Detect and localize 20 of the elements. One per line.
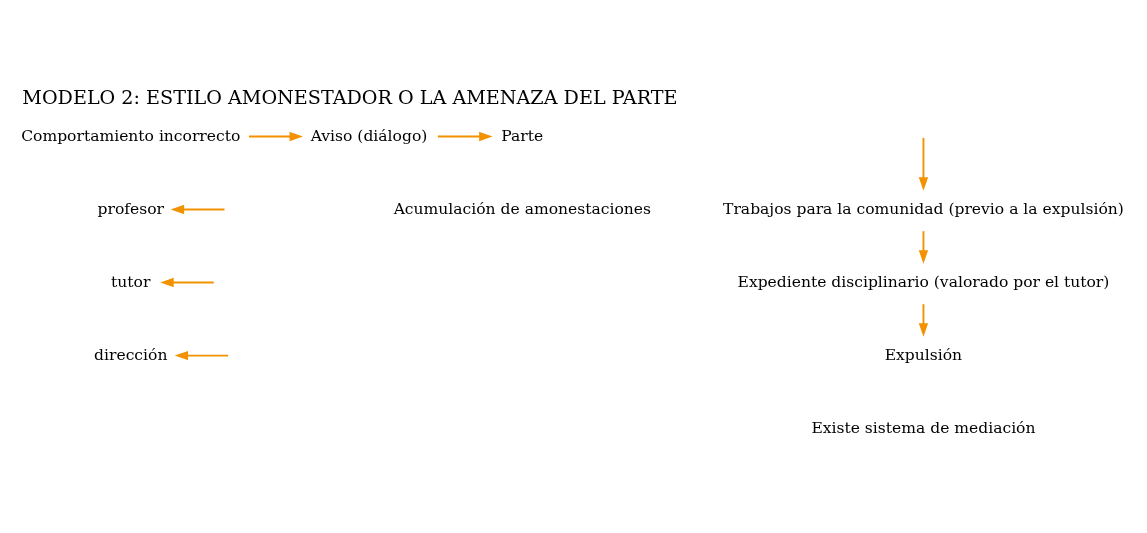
diagram-title: MODELO 2: ESTILO AMONESTADOR O LA AMENAZA DEL PARTE (22, 85, 678, 109)
arrow (160, 277, 215, 287)
arrow (918, 302, 929, 337)
arrow (918, 136, 929, 191)
node-text: Trabajos para la comunidad (previo a la expulsión) (723, 199, 1124, 218)
node-text: Comportamiento incorrecto (21, 126, 241, 145)
arrow (918, 229, 929, 264)
node-text: Aviso (diálogo) (310, 126, 428, 145)
arrow (436, 131, 493, 141)
node-text: dirección (94, 345, 168, 364)
node-text: Acumulación de amonestaciones (393, 199, 651, 218)
node-text: Expulsión (884, 345, 963, 364)
label: Existe sistema de mediación (811, 418, 1036, 437)
node-text: Parte (501, 126, 544, 145)
arrow (170, 204, 226, 214)
node-text: Expediente disciplinario (valorado por el tutor) (737, 272, 1110, 291)
node-text: tutor (111, 272, 151, 291)
arrow (174, 350, 230, 360)
arrow (248, 131, 303, 141)
node-text: profesor (97, 199, 164, 218)
